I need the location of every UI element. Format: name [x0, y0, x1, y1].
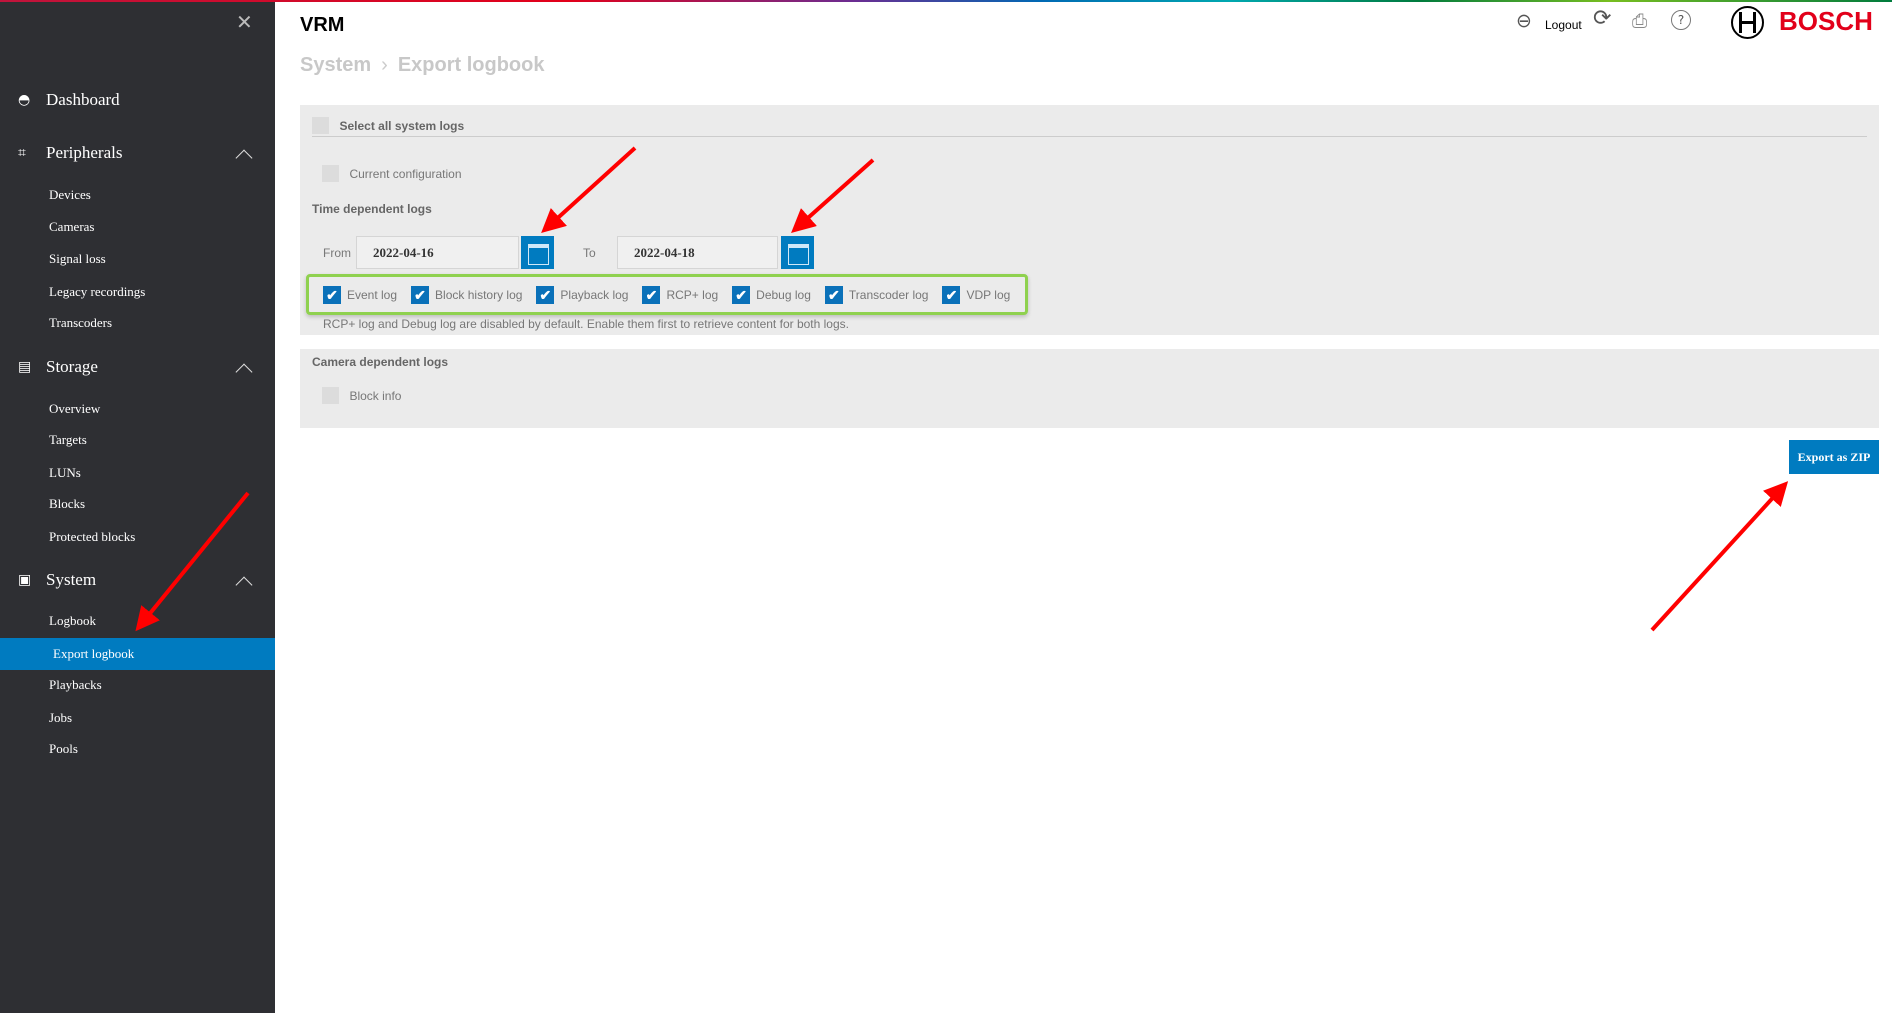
sidebar-item-playbacks[interactable]: Playbacks — [49, 677, 102, 692]
chevron-up-icon[interactable] — [235, 363, 253, 381]
log-checkbox-group: ✔Event log ✔Block history log ✔Playback … — [306, 274, 1028, 315]
sidebar-item-jobs[interactable]: Jobs — [49, 710, 73, 725]
transcoder-log-checkbox[interactable]: ✔Transcoder log — [824, 285, 928, 304]
select-all-checkbox-row[interactable]: Select all system logs — [312, 117, 464, 135]
to-calendar-button[interactable] — [781, 236, 814, 269]
sidebar-item-export-logbook[interactable]: Export logbook — [0, 638, 275, 670]
storage-icon: ▤ — [18, 359, 32, 375]
sidebar-item-overview[interactable]: Overview — [49, 401, 101, 416]
sidebar-item-legacy-recordings[interactable]: Legacy recordings — [49, 284, 146, 299]
sidebar-item-targets[interactable]: Targets — [49, 432, 87, 447]
breadcrumb: System › Export logbook — [300, 54, 545, 77]
app-title: VRM — [300, 14, 345, 36]
camera-logs-panel: Camera dependent logs Block info — [300, 349, 1879, 428]
sidebar-item-transcoders[interactable]: Transcoders — [49, 315, 113, 330]
breadcrumb-separator-icon: › — [381, 54, 388, 76]
sidebar-section-system[interactable]: ▣ System — [0, 565, 275, 595]
checkmark-icon: ✔ — [732, 285, 751, 304]
dashboard-icon: ◓ — [18, 92, 31, 108]
breadcrumb-current: Export logbook — [397, 54, 545, 76]
breadcrumb-system[interactable]: System — [300, 54, 372, 76]
logout-icon[interactable]: ⊖ — [1516, 10, 1532, 32]
sidebar-item-luns[interactable]: LUNs — [49, 465, 81, 480]
block-history-log-checkbox[interactable]: ✔Block history log — [411, 285, 522, 304]
checkmark-icon: ✔ — [536, 285, 555, 304]
camera-dependent-heading: Camera dependent logs — [312, 355, 449, 369]
current-configuration-row[interactable]: Current configuration — [322, 165, 462, 183]
sidebar-item-cameras[interactable]: Cameras — [49, 219, 95, 234]
time-dependent-heading: Time dependent logs — [312, 202, 432, 216]
sidebar: ✕ ◓ Dashboard ⌗ Peripherals Devices Came… — [0, 2, 275, 1013]
sidebar-section-dashboard[interactable]: ◓ Dashboard — [18, 90, 120, 109]
current-configuration-checkbox[interactable] — [322, 165, 339, 183]
refresh-icon[interactable]: ⟳ — [1593, 6, 1612, 31]
from-label: From — [323, 246, 351, 260]
sidebar-item-blocks[interactable]: Blocks — [49, 496, 86, 511]
divider — [312, 136, 1867, 137]
playback-log-checkbox[interactable]: ✔Playback log — [536, 285, 628, 304]
block-info-checkbox[interactable] — [322, 387, 339, 405]
sidebar-item-devices[interactable]: Devices — [49, 187, 91, 202]
print-icon[interactable]: ⎙ — [1632, 10, 1648, 32]
to-date-input[interactable]: 2022-04-18 — [617, 236, 778, 269]
chevron-up-icon[interactable] — [235, 149, 253, 167]
sidebar-section-peripherals[interactable]: ⌗ Peripherals — [0, 138, 275, 168]
rcp-log-checkbox[interactable]: ✔RCP+ log — [642, 285, 718, 304]
log-note: RCP+ log and Debug log are disabled by d… — [323, 317, 849, 331]
from-date-input[interactable]: 2022-04-16 — [356, 236, 519, 269]
checkmark-icon: ✔ — [824, 285, 843, 304]
brand-stripe — [0, 0, 1892, 2]
help-icon[interactable]: ? — [1671, 10, 1691, 30]
brand-name: BOSCH — [1779, 6, 1873, 36]
vdp-log-checkbox[interactable]: ✔VDP log — [942, 285, 1010, 304]
select-all-checkbox[interactable] — [312, 117, 329, 135]
to-label: To — [583, 246, 596, 260]
sidebar-item-signal-loss[interactable]: Signal loss — [49, 251, 106, 266]
close-sidebar-icon[interactable]: ✕ — [236, 10, 253, 34]
export-zip-button[interactable]: Export as ZIP — [1789, 440, 1879, 474]
red-arrow — [1650, 481, 1789, 632]
chevron-up-icon[interactable] — [235, 576, 253, 594]
checkmark-icon: ✔ — [942, 285, 961, 304]
from-calendar-button[interactable] — [521, 236, 554, 269]
logout-button[interactable]: Logout — [1545, 18, 1582, 32]
system-icon: ▣ — [18, 572, 32, 588]
checkmark-icon: ✔ — [411, 285, 430, 304]
block-info-row[interactable]: Block info — [322, 387, 401, 405]
checkmark-icon: ✔ — [323, 285, 341, 304]
checkmark-icon: ✔ — [642, 285, 661, 304]
sidebar-item-protected-blocks[interactable]: Protected blocks — [49, 529, 136, 544]
sidebar-section-storage[interactable]: ▤ Storage — [0, 352, 275, 382]
sidebar-item-logbook[interactable]: Logbook — [49, 613, 96, 628]
debug-log-checkbox[interactable]: ✔Debug log — [732, 285, 811, 304]
sidebar-item-pools[interactable]: Pools — [49, 741, 78, 756]
event-log-checkbox[interactable]: ✔Event log — [323, 285, 397, 304]
bosch-logo-icon — [1731, 6, 1764, 39]
peripherals-icon: ⌗ — [18, 145, 26, 161]
